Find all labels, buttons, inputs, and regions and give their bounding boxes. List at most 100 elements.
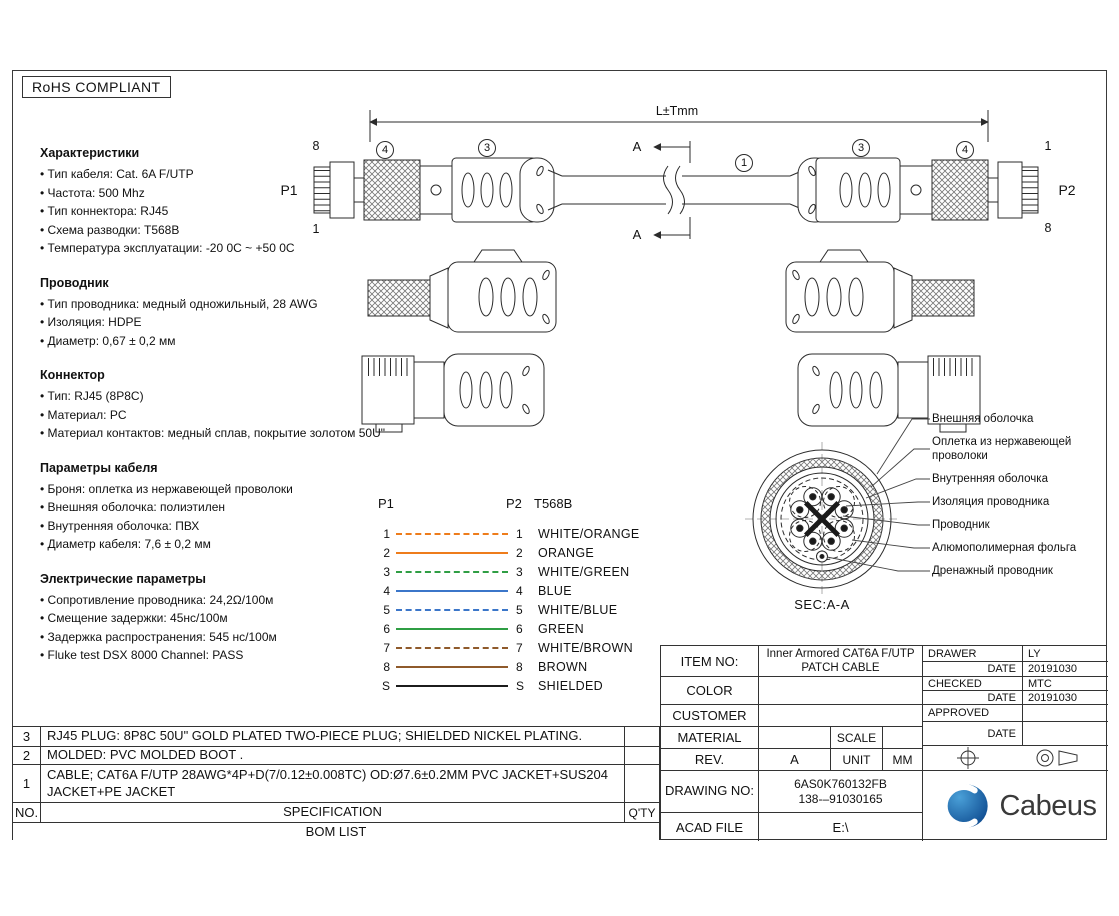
callout-circle-boot-right: 4 [956, 141, 974, 159]
acad-file-value: E:\ [759, 813, 923, 841]
checked-label: CHECKED [923, 677, 1023, 691]
bom-header-qty: Q'TY [628, 805, 656, 820]
wire-pin-right: 2 [516, 545, 523, 560]
wire-pin-left: 8 [383, 660, 390, 675]
bom-qty-cell [625, 747, 659, 764]
wire-line [396, 666, 508, 669]
color-value [759, 677, 923, 705]
cross-section-callout: Дренажный проводник [932, 565, 1053, 577]
spec-section-title: Характеристики [40, 146, 140, 160]
spec-item: • Внутренняя оболочка: ПВХ [40, 518, 200, 533]
spec-item: • Сопротивление проводника: 24,2Ω/100м [40, 592, 274, 607]
wire-pin-right: 6 [516, 622, 523, 637]
spec-section-title: Проводник [40, 275, 109, 290]
unit-label: UNIT [831, 749, 883, 771]
cross-section-callout: Проводник [932, 519, 990, 531]
spec-item: • Броня: оплетка из нержавеющей проволок… [40, 481, 293, 496]
spec-item: • Задержка распространения: 545 нс/100м [40, 629, 277, 644]
wire-color-name: WHITE/BLUE [538, 602, 618, 617]
wire-pin-left: 1 [383, 526, 390, 541]
material-label: MATERIAL [661, 727, 759, 749]
bom-spec-cell: RJ45 PLUG: 8P8C 50U" GOLD PLATED TWO-PIE… [41, 727, 625, 746]
wire-color-name: SHIELDED [538, 679, 603, 694]
spec-section-title: Параметры кабеля [40, 460, 158, 475]
callout-circle-body-right: 3 [852, 139, 870, 157]
spec-item: • Тип кабеля: Cat. 6A F/UTP [40, 167, 194, 181]
bom-footer: BOM LIST [305, 824, 367, 839]
acad-file-label: ACAD FILE [661, 813, 759, 841]
spec-section-title: Электрические параметры [40, 571, 206, 586]
p1-pin-top-label: 8 [312, 139, 320, 153]
customer-value [759, 705, 923, 727]
wire-line [396, 628, 508, 631]
spec-item: • Температура эксплуатации: -20 0C ~ +50… [40, 241, 295, 255]
bom-qty-cell [625, 765, 659, 802]
wire-line [396, 589, 508, 592]
spec-item: • Частота: 500 Mhz [40, 185, 145, 200]
spec-section: Коннектор• Тип: RJ45 (8P8C)• Материал: P… [40, 368, 385, 443]
approved-value [1023, 705, 1108, 722]
wire-line [396, 532, 508, 535]
cross-section-callout: Внутренняя оболочка [932, 473, 1048, 485]
wire-color-name: BROWN [538, 660, 588, 675]
wire-line [396, 608, 508, 611]
callout-circle-body-left: 3 [478, 139, 496, 157]
wire-color-name: WHITE/GREEN [538, 564, 630, 579]
item-no-value: Inner Armored CAT6A F/UTP PATCH CABLE [766, 647, 915, 674]
wire-row: 8 8 BROWN [370, 658, 700, 677]
bom-header-spec: SPECIFICATION [41, 803, 625, 822]
p2-label: P2 [1058, 182, 1076, 198]
spec-section-title: Коннектор [40, 368, 105, 382]
wire-line [396, 685, 508, 688]
drawing-no-line2: 138-–91030165 [798, 791, 883, 806]
callout-circle-boot-left: 4 [376, 141, 394, 159]
spec-item: • Схема разводки: T568B [40, 222, 180, 237]
drawer-label: DRAWER [923, 646, 1023, 662]
wire-color-name: WHITE/BROWN [538, 641, 633, 656]
wiring-header: P1 P2 T568B [370, 492, 700, 524]
drawer-date-value: 20191030 [1023, 662, 1108, 677]
wire-color-name: GREEN [538, 622, 584, 637]
wire-pin-left: 2 [383, 545, 390, 560]
cabeus-logo-icon [941, 783, 988, 829]
target-symbol-icon [957, 747, 979, 769]
unit-value: MM [883, 749, 923, 771]
bom-no-cell: 1 [13, 765, 41, 802]
wire-pin-left: 3 [383, 564, 390, 579]
wire-pin-right: 8 [516, 660, 523, 675]
specs-column: Характеристики • Тип кабеля: Cat. 6A F/UT… [40, 146, 385, 683]
title-block: ITEM NO: Inner Armored CAT6A F/UTP PATCH… [660, 645, 1108, 841]
wire-pin-left: 7 [383, 641, 390, 656]
scale-label: SCALE [831, 727, 883, 749]
p1-pin-bottom-label: 1 [312, 222, 320, 236]
spec-item: • Изоляция: HDPE [40, 315, 142, 329]
wiring-scheme-label: T568B [534, 496, 573, 511]
spec-item: • Fluke test DSX 8000 Channel: PASS [40, 648, 244, 662]
p1-label: P1 [280, 182, 298, 198]
spec-item: • Материал контактов: медный сплав, покр… [40, 426, 385, 440]
cross-section-callout: Оплетка из нержавеющей проволоки [932, 436, 1072, 462]
wire-pin-left: S [381, 679, 390, 694]
approved-date-value [1023, 722, 1108, 746]
spec-item: • Тип коннектора: RJ45 [40, 204, 169, 218]
wire-pin-right: 4 [516, 583, 523, 598]
spec-section: Параметры кабеля • Броня: оплетка из нерж… [40, 461, 362, 554]
callout-circle-cable: 1 [735, 154, 753, 172]
bom-qty-cell [625, 727, 659, 746]
wire-pin-left: 5 [383, 602, 390, 617]
wire-pin-right: 7 [516, 641, 523, 656]
rohs-compliant-badge: RoHS COMPLIANT [22, 76, 171, 98]
bom-spec-cell: CABLE; CAT6A F/UTP 28AWG*4P+D(7/0.12±0.0… [41, 765, 625, 802]
scale-value [883, 727, 923, 749]
